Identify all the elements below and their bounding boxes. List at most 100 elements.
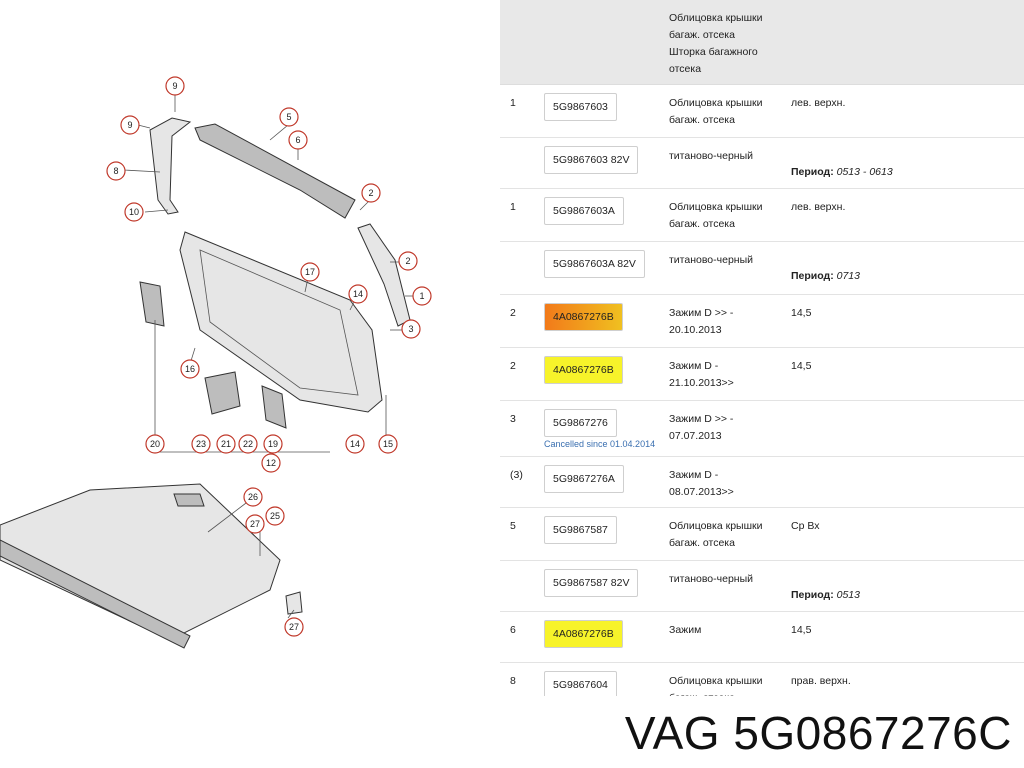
- callout-2b: 2: [398, 251, 418, 271]
- table-row: 6 4A0867276B Зажим 14,5: [500, 612, 1024, 663]
- parts-table: Облицовка крышки багаж. отсека Шторка ба…: [500, 0, 1024, 696]
- right-pillar-trim: [357, 223, 411, 327]
- lower-cover-19: [261, 385, 287, 429]
- part-description: Зажим D - 21.10.2013>>: [669, 360, 734, 389]
- svg-text:9: 9: [127, 120, 132, 130]
- callout-9a: 9: [165, 76, 185, 96]
- part-number-box[interactable]: 5G9867587 82V: [544, 569, 639, 597]
- svg-text:2: 2: [405, 256, 410, 266]
- part-note: 14,5: [791, 624, 812, 636]
- part-number-box[interactable]: 5G9867603 82V: [544, 146, 639, 174]
- left-pillar-trim: [149, 117, 192, 215]
- cover-handle: [173, 493, 205, 507]
- callout-25: 25: [265, 506, 285, 526]
- callout-26: 26: [243, 487, 263, 507]
- part-note: прав. верхн.: [791, 675, 851, 687]
- part-description: титаново-черный: [669, 254, 753, 266]
- svg-text:23: 23: [196, 439, 206, 449]
- period-info: Период: 0513: [791, 589, 860, 601]
- part-note: лев. верхн.: [791, 201, 846, 213]
- part-number-box[interactable]: 5G9867587: [544, 516, 617, 544]
- svg-text:14: 14: [353, 289, 363, 299]
- svg-text:17: 17: [305, 267, 315, 277]
- top-spoiler-trim: [194, 123, 356, 219]
- svg-text:27: 27: [250, 519, 260, 529]
- period-value: 0513: [836, 589, 860, 601]
- part-description: Облицовка крышки багаж. отсека: [669, 520, 763, 549]
- header-description: Облицовка крышки багаж. отсека Шторка ба…: [669, 12, 763, 75]
- part-number-box[interactable]: 5G9867604: [544, 671, 617, 696]
- callout-8: 8: [106, 161, 126, 181]
- part-note: Ср Вх: [791, 520, 820, 532]
- svg-text:3: 3: [408, 324, 413, 334]
- handle-cover: [204, 371, 241, 415]
- svg-text:20: 20: [150, 439, 160, 449]
- period-label: Период:: [791, 166, 834, 178]
- part-number-box[interactable]: 5G9867603A: [544, 197, 624, 225]
- table-header: Облицовка крышки багаж. отсека Шторка ба…: [500, 0, 1024, 85]
- callout-23: 23: [191, 434, 211, 454]
- part-description: Зажим D - 08.07.2013>>: [669, 469, 734, 498]
- luggage-cover: [0, 483, 281, 641]
- svg-text:22: 22: [243, 439, 253, 449]
- part-description: титаново-черный: [669, 150, 753, 162]
- part-number-box[interactable]: 4A0867276B: [544, 620, 623, 648]
- svg-text:27: 27: [289, 622, 299, 632]
- row-number: 2: [510, 307, 516, 319]
- tailgate-panel: [179, 231, 383, 413]
- callout-9b: 9: [120, 115, 140, 135]
- part-note: лев. верхн.: [791, 97, 846, 109]
- part-description: Облицовка крышки багаж. отсека: [669, 97, 763, 126]
- svg-text:15: 15: [383, 439, 393, 449]
- table-row: 1 5G9867603 Облицовка крышки багаж. отсека…: [500, 85, 1024, 138]
- part-description: Зажим D >> - 20.10.2013: [669, 307, 734, 336]
- row-number: 3: [510, 413, 516, 425]
- svg-text:12: 12: [266, 458, 276, 468]
- row-number: 5: [510, 520, 516, 532]
- svg-text:21: 21: [221, 439, 231, 449]
- callout-3: 3: [401, 319, 421, 339]
- svg-text:14: 14: [350, 439, 360, 449]
- part-description: Облицовка крышки багаж. отсека: [669, 675, 763, 696]
- svg-text:19: 19: [268, 439, 278, 449]
- callouts: 9 9 8 10 5 6 2 2 1 3 17 14 16 20 23 21 2…: [106, 76, 432, 637]
- part-number-box[interactable]: 4A0867276B: [544, 356, 623, 384]
- callout-21: 21: [216, 434, 236, 454]
- period-info: Период: 0713: [791, 270, 860, 282]
- callout-20: 20: [145, 434, 165, 454]
- row-number: 8: [510, 675, 516, 687]
- svg-text:26: 26: [248, 492, 258, 502]
- part-number-box[interactable]: 5G9867276: [544, 409, 617, 437]
- callout-17: 17: [300, 262, 320, 282]
- svg-text:1: 1: [419, 291, 424, 301]
- callout-16: 16: [180, 359, 200, 379]
- part-number-box[interactable]: 5G9867603A 82V: [544, 250, 645, 278]
- svg-text:9: 9: [172, 81, 177, 91]
- part-number-box[interactable]: 5G9867276A: [544, 465, 624, 493]
- part-description: Зажим: [669, 624, 702, 636]
- row-number: 1: [510, 201, 516, 213]
- period-info: Период: 0513 - 0613: [791, 166, 893, 178]
- cover-bracket: [285, 591, 303, 615]
- part-number-box[interactable]: 5G9867603: [544, 93, 617, 121]
- row-number: 6: [510, 624, 516, 636]
- part-description: Облицовка крышки багаж. отсека: [669, 201, 763, 230]
- page-title: VAG 5G0867276C: [624, 707, 1012, 759]
- row-number: 1: [510, 97, 516, 109]
- callout-6: 6: [288, 130, 308, 150]
- row-number: 2: [510, 360, 516, 372]
- parts-diagram: 9 9 8 10 5 6 2 2 1 3 17 14 16 20 23 21 2…: [0, 76, 432, 649]
- cancelled-note: Cancelled since 01.04.2014: [544, 439, 656, 449]
- table-row: 1 5G9867603A Облицовка крышки багаж. отсек…: [500, 189, 1024, 242]
- callout-10: 10: [124, 202, 144, 222]
- part-description: титаново-черный: [669, 573, 753, 585]
- part-number-box[interactable]: 4A0867276B: [544, 303, 623, 331]
- svg-text:25: 25: [270, 511, 280, 521]
- period-value: 0713: [836, 270, 860, 282]
